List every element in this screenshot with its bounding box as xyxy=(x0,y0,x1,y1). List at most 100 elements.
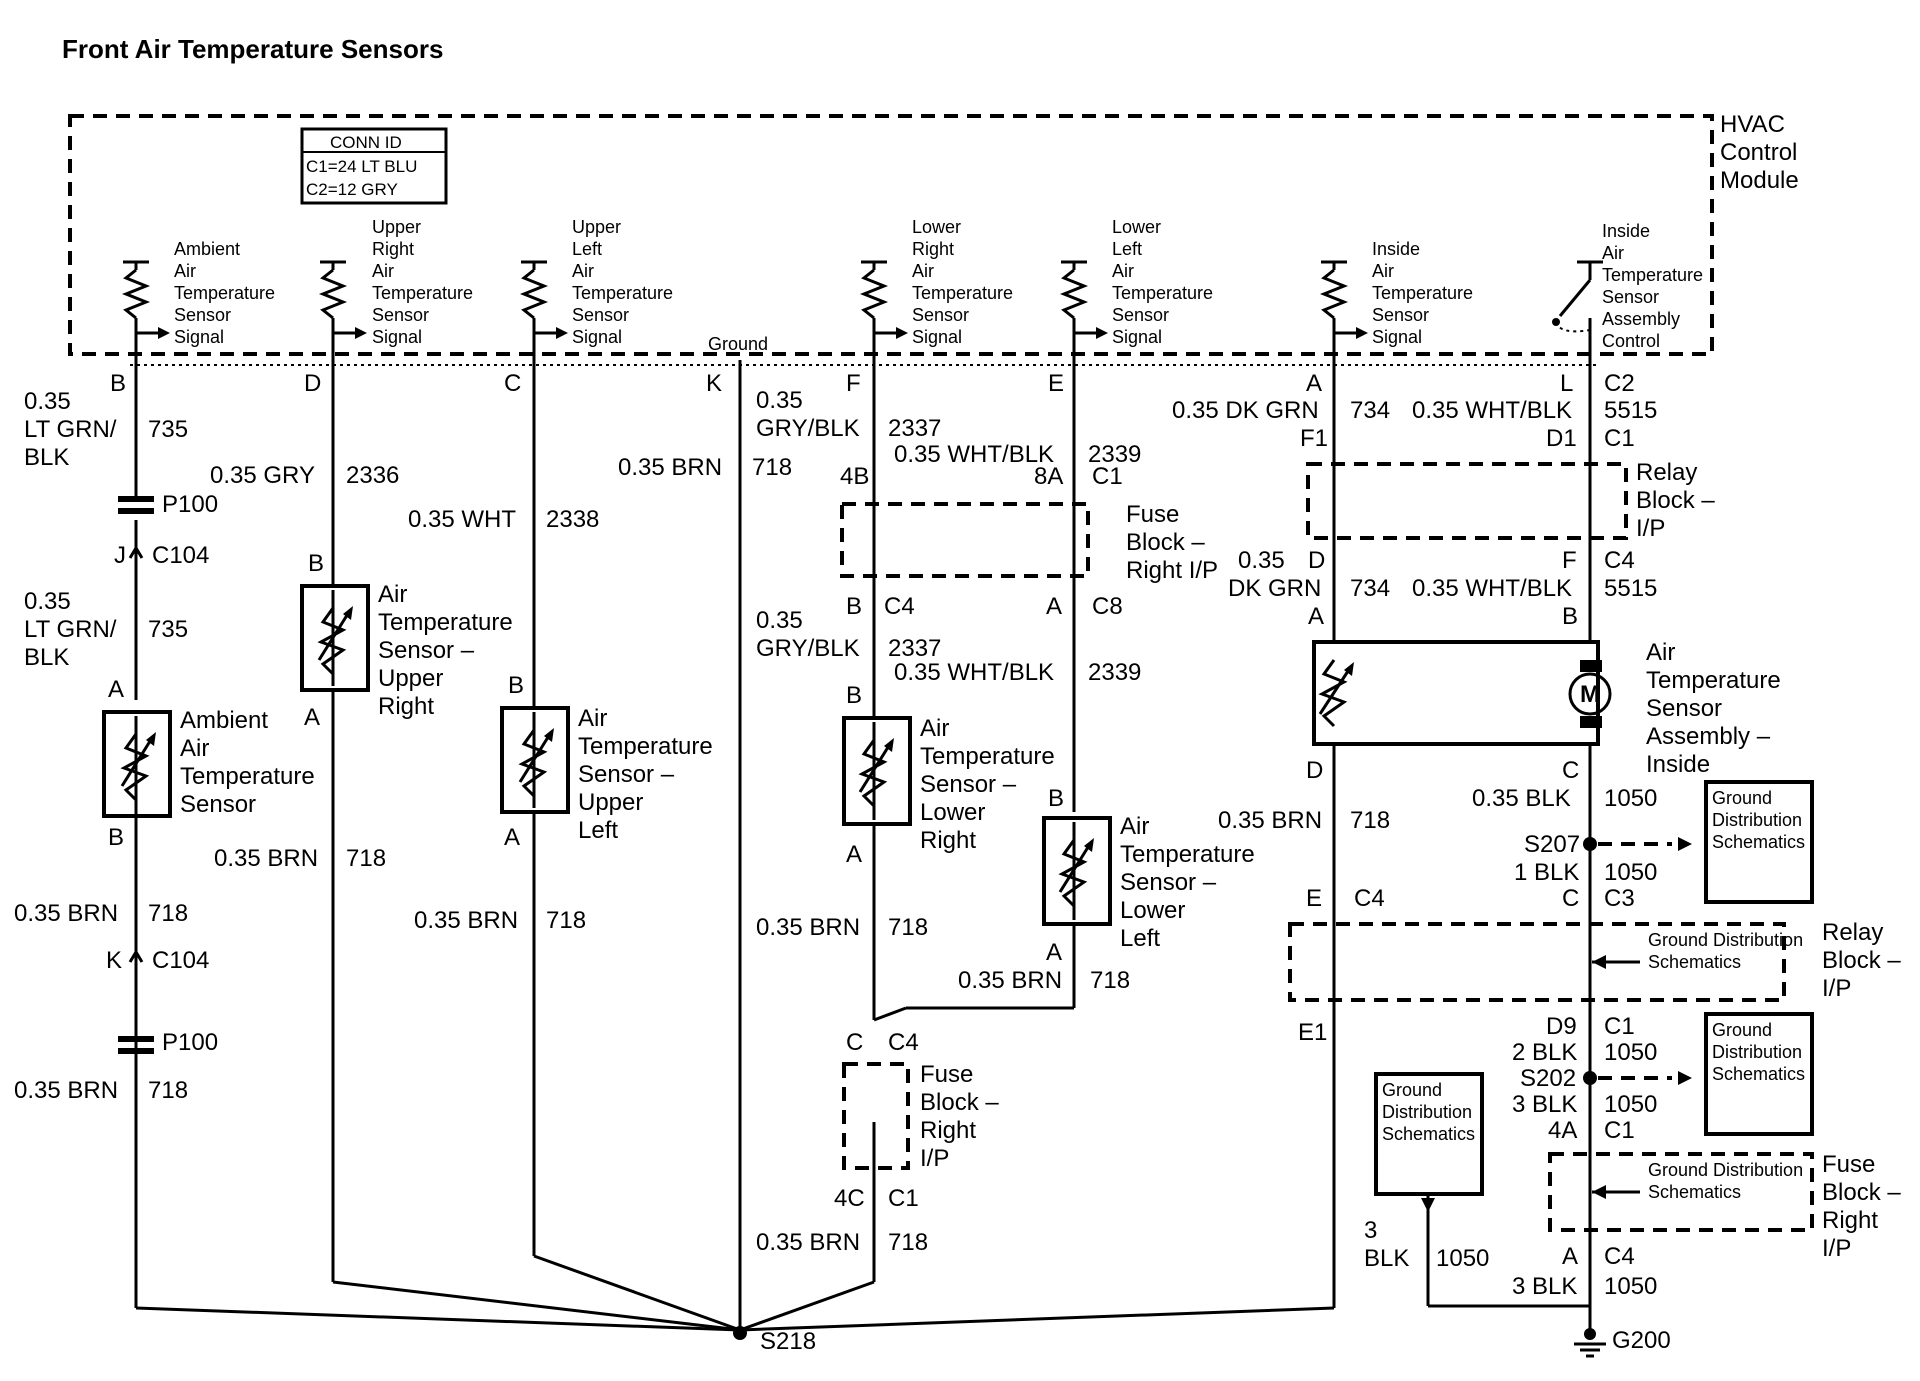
sig-ul-3: Air xyxy=(572,261,594,281)
svg-text:Right I/P: Right I/P xyxy=(1126,557,1218,584)
svg-text:1050: 1050 xyxy=(1604,1091,1657,1118)
sig-ll-1: Lower xyxy=(1112,217,1161,237)
svg-text:0.35 WHT/BLK: 0.35 WHT/BLK xyxy=(894,441,1054,468)
svg-text:I/P: I/P xyxy=(1636,515,1665,542)
svg-text:C: C xyxy=(1562,757,1579,784)
svg-text:2336: 2336 xyxy=(346,462,399,489)
svg-text:C1: C1 xyxy=(1604,425,1635,452)
wires xyxy=(134,360,1592,1340)
svg-text:A: A xyxy=(304,704,320,731)
relay-block-ip-2: Relay Block – I/P Ground Distribution Sc… xyxy=(1288,919,1901,1002)
svg-text:Temperature: Temperature xyxy=(180,763,315,790)
sig-in-1: Inside xyxy=(1372,239,1420,259)
svg-text:Ground: Ground xyxy=(1382,1080,1442,1100)
sig-ctl-3: Temperature xyxy=(1602,265,1703,285)
module-pins: B D C K F E A L C2 xyxy=(110,370,1635,397)
svg-text:0.35 BRN: 0.35 BRN xyxy=(214,845,318,872)
svg-text:735: 735 xyxy=(148,416,188,443)
sig-ambient-2: Air xyxy=(174,261,196,281)
pin-d: D xyxy=(304,370,321,397)
sig-ll-6: Signal xyxy=(1112,327,1162,347)
sig-ctl-6: Control xyxy=(1602,331,1660,351)
svg-text:1 BLK: 1 BLK xyxy=(1514,859,1579,886)
svg-text:Relay: Relay xyxy=(1822,919,1883,946)
svg-text:2 BLK: 2 BLK xyxy=(1512,1039,1577,1066)
svg-text:B: B xyxy=(1048,785,1064,812)
svg-text:Sensor –: Sensor – xyxy=(578,761,675,788)
sig-in-3: Temperature xyxy=(1372,283,1473,303)
sig-ul-4: Temperature xyxy=(572,283,673,303)
svg-text:Lower: Lower xyxy=(920,799,985,826)
svg-text:Schematics: Schematics xyxy=(1712,1064,1805,1084)
conn-id-c1: C1=24 LT BLU xyxy=(306,157,417,176)
svg-text:Block –: Block – xyxy=(1126,529,1205,556)
svg-text:0.35 WHT: 0.35 WHT xyxy=(408,506,516,533)
svg-text:Distribution: Distribution xyxy=(1712,1042,1802,1062)
svg-text:4C: 4C xyxy=(834,1185,865,1212)
signal-labels: Ambient Air Temperature Sensor Signal Up… xyxy=(174,217,1703,354)
svg-text:Right: Right xyxy=(1822,1207,1878,1234)
svg-text:0.35 WHT/BLK: 0.35 WHT/BLK xyxy=(894,659,1054,686)
svg-text:Temperature: Temperature xyxy=(1120,841,1255,868)
svg-text:C4: C4 xyxy=(888,1029,919,1056)
svg-text:0.35: 0.35 xyxy=(24,588,71,615)
sig-ul-6: Signal xyxy=(572,327,622,347)
hvac-module-boundary xyxy=(68,114,1714,356)
sig-ul-5: Sensor xyxy=(572,305,629,325)
conn-id-header: CONN ID xyxy=(330,133,402,152)
module-label-2: Control xyxy=(1720,139,1797,166)
wire-labels-lower-left: 0.35 WHT/BLK 2339 8A C1 A C8 0.35 WHT/BL… xyxy=(894,441,1141,994)
ground-dist-box-2: Ground Distribution Schematics xyxy=(1704,1012,1814,1136)
svg-text:E: E xyxy=(1306,885,1322,912)
sig-ctl-1: Inside xyxy=(1602,221,1650,241)
module-label-3: Module xyxy=(1720,167,1799,194)
wire-labels-ambient: 0.35 LT GRN/ BLK 735 J C104 0.35 LT GRN/… xyxy=(14,388,209,1104)
svg-text:I/P: I/P xyxy=(1822,1235,1851,1262)
svg-text:Lower: Lower xyxy=(1120,897,1185,924)
svg-text:0.35 BRN: 0.35 BRN xyxy=(1218,807,1322,834)
svg-text:718: 718 xyxy=(1090,967,1130,994)
svg-text:0.35 BRN: 0.35 BRN xyxy=(618,454,722,481)
svg-text:C1: C1 xyxy=(888,1185,919,1212)
svg-text:D: D xyxy=(1306,757,1323,784)
svg-text:A: A xyxy=(1562,1243,1578,1270)
svg-text:A: A xyxy=(108,676,124,703)
svg-text:C: C xyxy=(846,1029,863,1056)
svg-text:C4: C4 xyxy=(1604,547,1635,574)
diagram-title: Front Air Temperature Sensors xyxy=(62,34,443,64)
svg-text:Assembly –: Assembly – xyxy=(1646,723,1771,750)
svg-text:S207: S207 xyxy=(1524,831,1580,858)
svg-text:Ground: Ground xyxy=(1712,1020,1772,1040)
svg-text:Left: Left xyxy=(1120,925,1160,952)
inside-sensor-assembly: M Air Temperature Sensor Assembly – Insi… xyxy=(1312,639,1781,778)
svg-text:1050: 1050 xyxy=(1604,1039,1657,1066)
svg-text:718: 718 xyxy=(888,914,928,941)
svg-text:718: 718 xyxy=(888,1229,928,1256)
svg-text:C104: C104 xyxy=(152,542,209,569)
svg-text:0.35 WHT/BLK: 0.35 WHT/BLK xyxy=(1412,575,1572,602)
svg-text:C3: C3 xyxy=(1604,885,1635,912)
sig-ul-2: Left xyxy=(572,239,602,259)
svg-text:1050: 1050 xyxy=(1604,785,1657,812)
svg-text:0.35: 0.35 xyxy=(756,387,803,414)
svg-text:718: 718 xyxy=(1350,807,1390,834)
svg-text:1050: 1050 xyxy=(1604,859,1657,886)
splice-s207 xyxy=(1583,837,1597,851)
sig-lr-2: Right xyxy=(912,239,954,259)
svg-text:Ground Distribution: Ground Distribution xyxy=(1648,1160,1803,1180)
sig-ctl-4: Sensor xyxy=(1602,287,1659,307)
svg-text:2337: 2337 xyxy=(888,415,941,442)
svg-text:Temperature: Temperature xyxy=(920,743,1055,770)
svg-text:C: C xyxy=(1562,885,1579,912)
svg-text:C4: C4 xyxy=(884,593,915,620)
sig-lr-1: Lower xyxy=(912,217,961,237)
conn-id-box: CONN ID C1=24 LT BLU C2=12 GRY xyxy=(300,127,448,205)
svg-text:0.35 BLK: 0.35 BLK xyxy=(1472,785,1571,812)
svg-text:1050: 1050 xyxy=(1604,1273,1657,1300)
svg-text:Air: Air xyxy=(378,581,407,608)
svg-text:Air: Air xyxy=(578,705,607,732)
svg-text:1050: 1050 xyxy=(1436,1245,1489,1272)
svg-text:C8: C8 xyxy=(1092,593,1123,620)
pin-k: K xyxy=(706,370,722,397)
